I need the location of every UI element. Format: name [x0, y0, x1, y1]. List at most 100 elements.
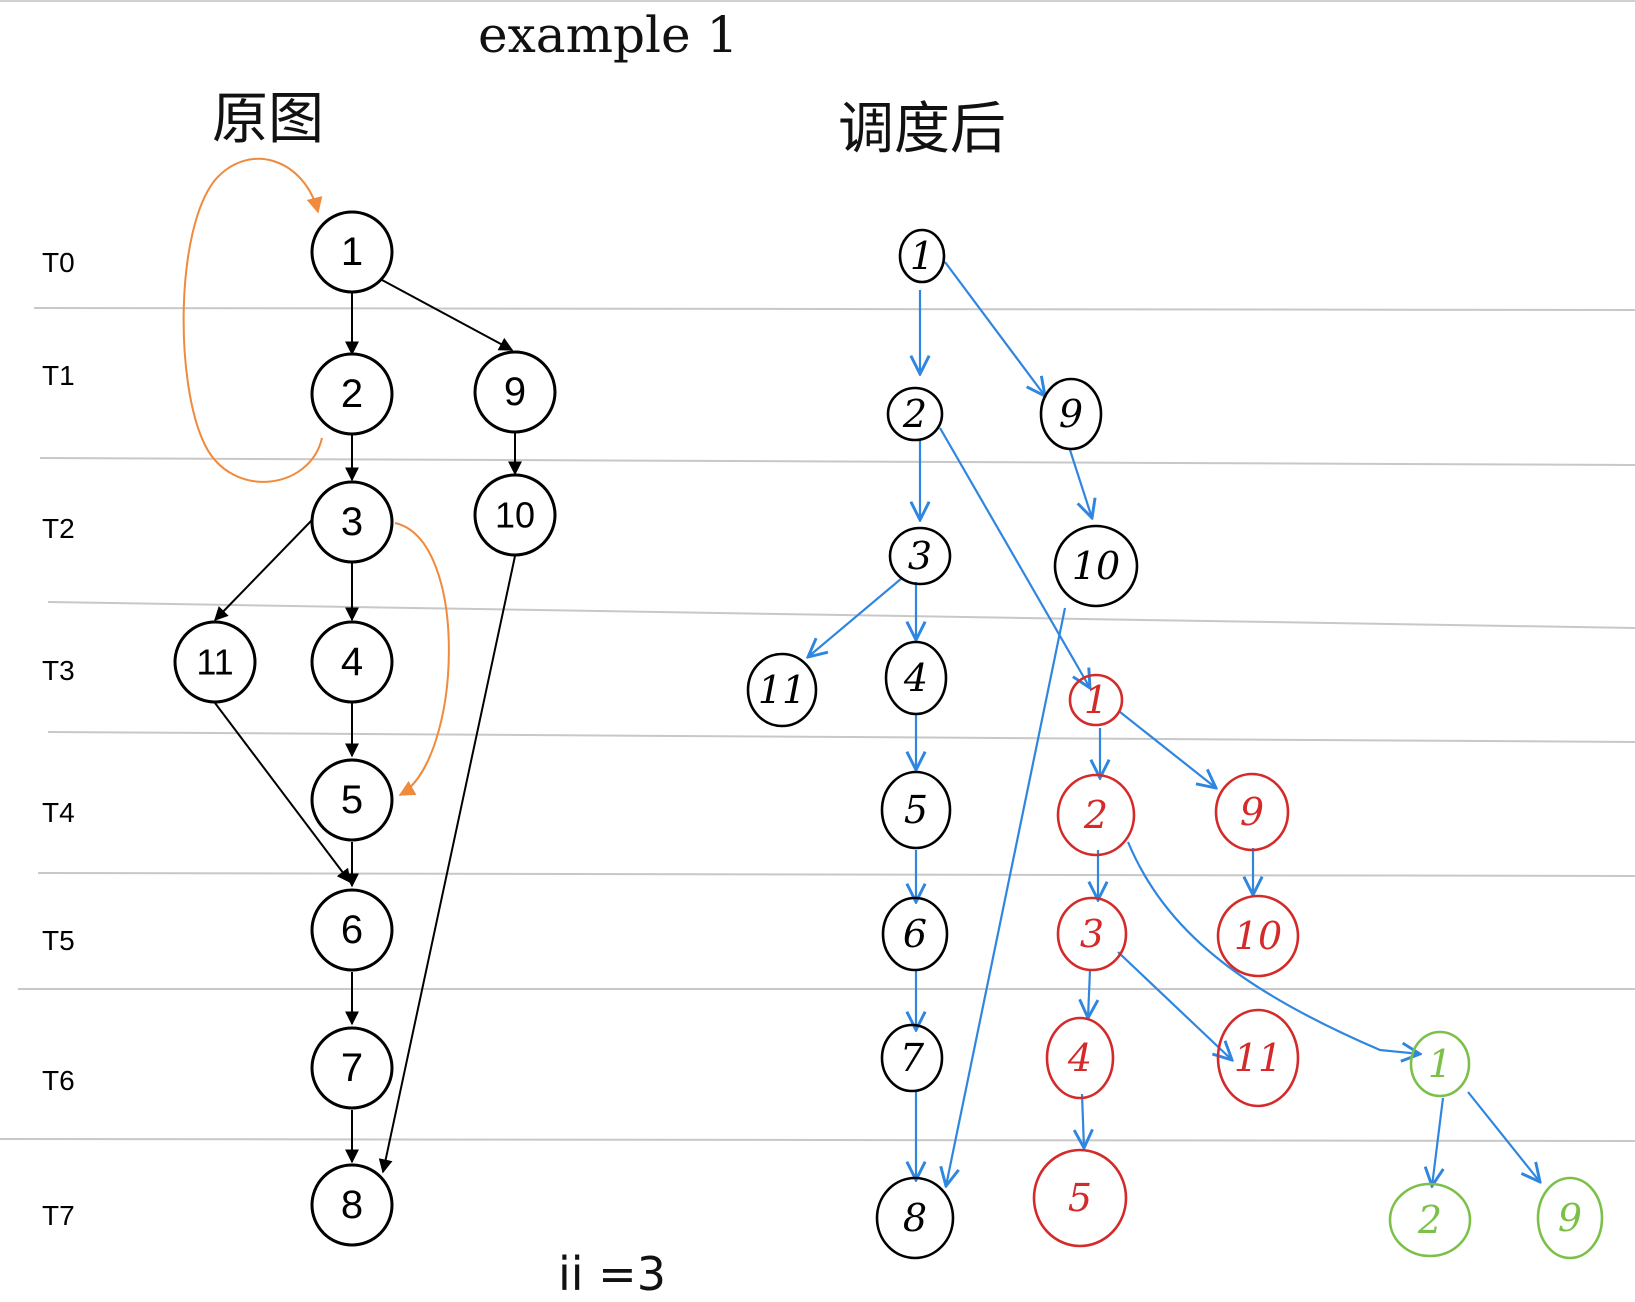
original-node-label: 3	[341, 500, 363, 544]
sched-node: 9	[1536, 1176, 1604, 1260]
sched-node-label: 2	[902, 392, 927, 436]
row-label-t5: T5	[42, 925, 75, 956]
sched-node-label: 3	[1080, 912, 1104, 956]
edge-3-11	[214, 519, 313, 622]
row-separator	[47, 731, 1635, 743]
back-edge-2-1	[182, 157, 323, 483]
sched-node-label: 9	[1240, 790, 1264, 834]
original-node: 5	[310, 758, 394, 842]
scheduled-nodes-iter-1: 1 2 9 3 10 11 4 5	[1032, 673, 1300, 1248]
sched-node: 3	[888, 526, 952, 586]
sched-edge	[944, 261, 1045, 396]
original-node: 8	[310, 1163, 394, 1247]
sched-edge	[946, 607, 1067, 1186]
sched-node: 10	[1216, 894, 1300, 978]
sched-node-label: 9	[1558, 1196, 1582, 1240]
sched-node-label: 7	[900, 1036, 925, 1080]
sched-edge	[1117, 951, 1232, 1060]
sched-edge	[1088, 969, 1090, 1018]
row-label-t3: T3	[42, 655, 75, 686]
sched-node: 4	[1045, 1016, 1115, 1100]
sched-node: 7	[880, 1023, 944, 1093]
sched-node: 9	[1039, 377, 1103, 451]
row-separator	[33, 307, 1635, 311]
sched-node: 10	[1053, 524, 1139, 608]
sched-edge	[1467, 1091, 1540, 1182]
sched-node: 2	[1388, 1182, 1472, 1258]
sched-node-label: 4	[903, 656, 928, 700]
sched-node-label: 1	[910, 234, 934, 278]
scheduled-graph-heading: 调度后	[838, 97, 1006, 162]
sched-edge	[1126, 841, 1420, 1054]
sched-node-label: 11	[758, 668, 806, 712]
original-node-label: 11	[196, 642, 233, 683]
sched-node-label: 1	[1428, 1042, 1452, 1086]
row-separator	[0, 1138, 1635, 1142]
original-node-label: 6	[341, 908, 363, 952]
row-label-t0: T0	[42, 247, 75, 278]
original-node-label: 9	[504, 370, 526, 414]
row-separator	[37, 872, 1635, 877]
sched-node-label: 3	[908, 534, 932, 578]
back-edge-3-5	[394, 522, 450, 796]
original-node: 2	[310, 352, 394, 436]
sched-node-label: 5	[1068, 1176, 1092, 1220]
edge-1-9	[381, 279, 514, 351]
original-node: 6	[310, 888, 394, 972]
sched-edge	[939, 427, 1090, 688]
sched-node-label: 1	[1084, 678, 1108, 722]
sched-node-label: 9	[1059, 392, 1083, 436]
original-node: 3	[310, 480, 394, 564]
sched-node-label: 11	[1234, 1036, 1282, 1080]
sched-edge	[1432, 1097, 1443, 1186]
original-nodes: 1 2 9 3 10 11 4 5 6 7 8	[173, 210, 557, 1247]
sched-node: 2	[886, 386, 944, 442]
sched-node: 11	[1216, 1008, 1300, 1108]
sched-node-label: 6	[903, 912, 927, 956]
sched-node-label: 2	[1417, 1198, 1442, 1242]
edge-11-6	[214, 702, 351, 884]
original-node: 7	[310, 1026, 394, 1110]
scheduled-nodes-iter-0: 1 2 9 3 10 11 4 5 6 7 8	[746, 228, 1139, 1260]
original-node-label: 4	[341, 640, 363, 684]
ii-footnote: ii =3	[558, 1247, 666, 1301]
original-node-label: 10	[495, 495, 535, 536]
sched-node: 5	[1032, 1148, 1128, 1248]
row-label-t1: T1	[42, 360, 75, 391]
row-separator	[39, 457, 1635, 466]
original-node: 10	[473, 473, 557, 557]
original-node: 1	[310, 210, 394, 294]
sched-node: 3	[1056, 896, 1128, 972]
row-separator	[47, 601, 1635, 629]
sched-node: 8	[875, 1176, 955, 1260]
sched-node-label: 4	[1067, 1036, 1092, 1080]
original-node-label: 5	[341, 778, 363, 822]
sched-node: 1	[898, 228, 946, 284]
original-graph-heading: 原图	[212, 87, 324, 152]
sched-node: 4	[884, 640, 948, 716]
original-node-label: 1	[341, 230, 363, 274]
sched-node: 9	[1214, 772, 1290, 852]
sched-node: 2	[1056, 773, 1136, 857]
sched-node-label: 8	[903, 1196, 927, 1240]
edge-10-8	[378, 555, 516, 1174]
original-back-edges	[182, 157, 450, 796]
original-node: 11	[173, 620, 257, 704]
row-label-t6: T6	[42, 1065, 75, 1096]
original-node-label: 7	[341, 1046, 363, 1090]
sched-node: 1	[1409, 1030, 1471, 1098]
row-label-t2: T2	[42, 513, 75, 544]
sched-node: 5	[880, 770, 952, 850]
diagram-title: example 1	[478, 6, 738, 64]
original-node: 9	[473, 350, 557, 434]
scheduled-edges	[808, 261, 1540, 1186]
sched-node-label: 10	[1234, 914, 1282, 958]
sched-node-label: 2	[1083, 793, 1108, 837]
scheduled-nodes-iter-2: 1 2 9	[1388, 1030, 1604, 1260]
original-node-label: 8	[341, 1183, 363, 1227]
row-separators	[0, 0, 1635, 1142]
sched-edge	[1119, 711, 1216, 788]
sched-node-label: 5	[904, 788, 928, 832]
sched-node: 1	[1068, 673, 1124, 727]
